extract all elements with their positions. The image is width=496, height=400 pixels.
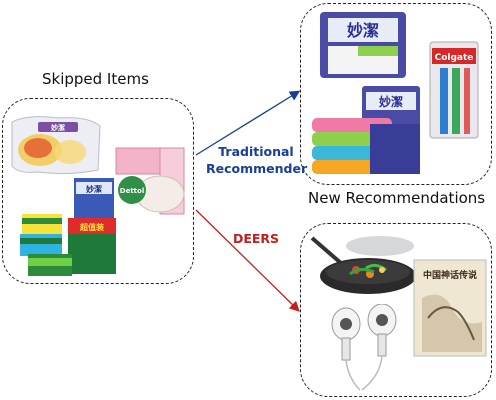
value-pack-text: 超值装: [79, 222, 104, 232]
towel-pack-image: 妙潔: [312, 86, 420, 174]
mythology-book-image: 中国神话传说: [413, 259, 487, 357]
deers-arrow: [195, 209, 300, 312]
sponge-pack-image: 妙潔 超值装: [20, 178, 116, 276]
skipped-items-title: Skipped Items: [42, 70, 149, 88]
dettol-soap-image: Dettol: [115, 147, 185, 215]
traditional-label-line2: Recommender: [206, 161, 308, 176]
towel-pack-brand-text: 妙潔: [379, 94, 403, 109]
deers-label: DEERS: [232, 231, 280, 246]
book-title-text: 中国神话传说: [423, 269, 477, 281]
traditional-label-line1: Traditional: [218, 144, 294, 159]
colgate-label-text: Colgate: [435, 53, 474, 63]
traditional-arrow: [195, 90, 301, 156]
colgate-toothbrush-image: Colgate: [429, 41, 479, 139]
new-recommendations-title: New Recommendations: [308, 189, 486, 207]
earphones-image: [331, 304, 397, 391]
bag-label-text: 妙潔: [51, 123, 65, 132]
cloth-pack-image: 妙潔: [320, 12, 406, 78]
traditional-recommender-label: Traditional Recommender: [206, 143, 308, 177]
wok-image: [310, 236, 416, 294]
dettol-label-text: Dettol: [120, 187, 144, 195]
sponge-pack-brand-text: 妙潔: [86, 184, 102, 194]
cloth-pack-brand-text: 妙潔: [347, 21, 379, 40]
cleaning-puff-bag-image: 妙潔: [11, 116, 101, 175]
